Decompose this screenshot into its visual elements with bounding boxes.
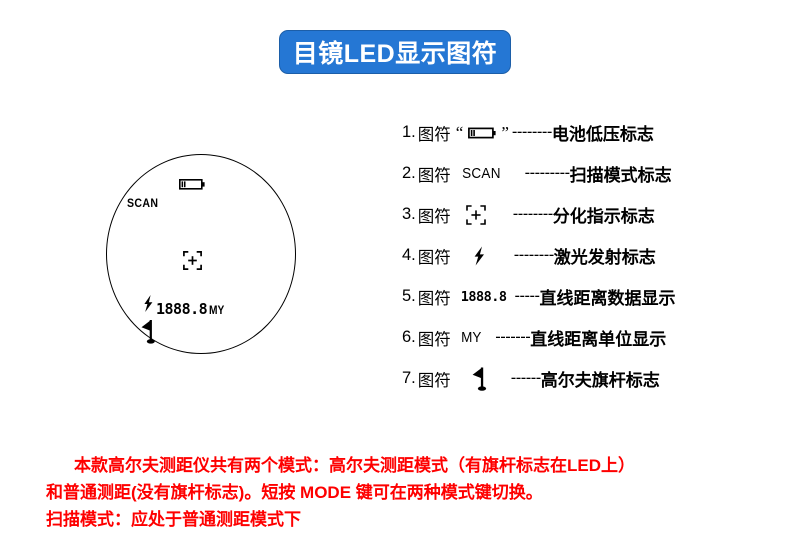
golf-flag-icon (138, 319, 158, 350)
battery-low-icon (179, 177, 205, 195)
distance-unit: MY (209, 303, 225, 317)
legend-dashes: ------- (495, 328, 531, 346)
legend-description: 扫描模式标志 (569, 166, 672, 185)
battery-low-icon (468, 122, 496, 144)
list-item: 2. 图符 SCAN --------- 扫描模式标志 (402, 153, 747, 194)
legend-dashes: -------- (512, 205, 553, 223)
legend-dashes: ----- (514, 287, 540, 305)
lightning-bolt-icon (473, 245, 486, 267)
legend-description: 电池低压标志 (551, 125, 654, 144)
reticle-crosshair-icon (183, 251, 202, 275)
page-title-banner: 目镜LED显示图符 (279, 30, 511, 74)
scan-text-symbol: SCAN (461, 165, 501, 182)
legend-dashes: --------- (524, 164, 570, 182)
legend-list: 1. 图符 “ ” -------- 电池低压标志 2. 图符 SCAN ---… (402, 112, 747, 399)
legend-dashes: -------- (513, 246, 554, 264)
distance-reading: 1888.8 MY (143, 295, 227, 317)
legend-index: 2. (402, 164, 416, 182)
legend-dashes: -------- (511, 123, 552, 141)
legend-description: 直线距离单位显示 (530, 330, 667, 349)
page-title: 目镜LED显示图符 (292, 40, 498, 68)
legend-word: 图符 (417, 166, 451, 185)
list-item: 1. 图符 “ ” -------- 电池低压标志 (402, 112, 747, 153)
scan-mode-indicator: SCAN (127, 196, 159, 210)
quote-open: “ (455, 122, 464, 142)
note-line-1: 本款高尔夫测距仪共有两个模式：高尔夫测距模式（有旗杆标志在LED上） (74, 456, 635, 475)
legend-description: 分化指示标志 (552, 207, 655, 226)
note-line-3: 扫描模式：应处于普通测距模式下 (46, 510, 301, 529)
list-item: 6. 图符 MY ------- 直线距离单位显示 (402, 317, 747, 358)
legend-description: 激光发射标志 (553, 248, 656, 267)
legend-word: 图符 (417, 289, 451, 308)
eyepiece-display-circle: SCAN 1888.8 MY (106, 154, 296, 354)
legend-word: 图符 (417, 125, 451, 144)
list-item: 7. 图符 ------ 高尔夫旗杆标志 (402, 358, 747, 399)
legend-description: 高尔夫旗杆标志 (540, 371, 660, 390)
legend-index: 3. (402, 205, 416, 223)
note-line-2: 和普通测距(没有旗杆标志)。短按 MODE 键可在两种模式键切换。 (46, 483, 543, 502)
legend-index: 7. (402, 369, 416, 387)
legend-dashes: ------ (510, 369, 541, 387)
quote-close: ” (501, 122, 509, 142)
legend-index: 5. (402, 287, 416, 305)
mode-usage-note: 本款高尔夫测距仪共有两个模式：高尔夫测距模式（有旗杆标志在LED上） 和普通测距… (46, 452, 766, 533)
legend-index: 4. (402, 246, 416, 264)
legend-word: 图符 (417, 207, 451, 226)
legend-word: 图符 (417, 330, 451, 349)
legend-index: 1. (402, 123, 416, 141)
legend-word: 图符 (417, 248, 451, 267)
segment-number-symbol: 1888.8 (460, 288, 507, 305)
legend-word: 图符 (417, 371, 451, 390)
distance-value: 1888.8 (156, 300, 208, 318)
reticle-crosshair-icon (465, 204, 486, 226)
list-item: 5. 图符 1888.8 ----- 直线距离数据显示 (402, 276, 747, 317)
golf-flag-icon (469, 367, 489, 391)
list-item: 4. 图符 -------- 激光发射标志 (402, 235, 747, 276)
unit-text-symbol: MY (460, 329, 482, 346)
legend-index: 6. (402, 328, 416, 346)
legend-description: 直线距离数据显示 (539, 289, 676, 308)
lightning-bolt-icon (143, 295, 154, 317)
list-item: 3. 图符 -------- 分化指示标志 (402, 194, 747, 235)
